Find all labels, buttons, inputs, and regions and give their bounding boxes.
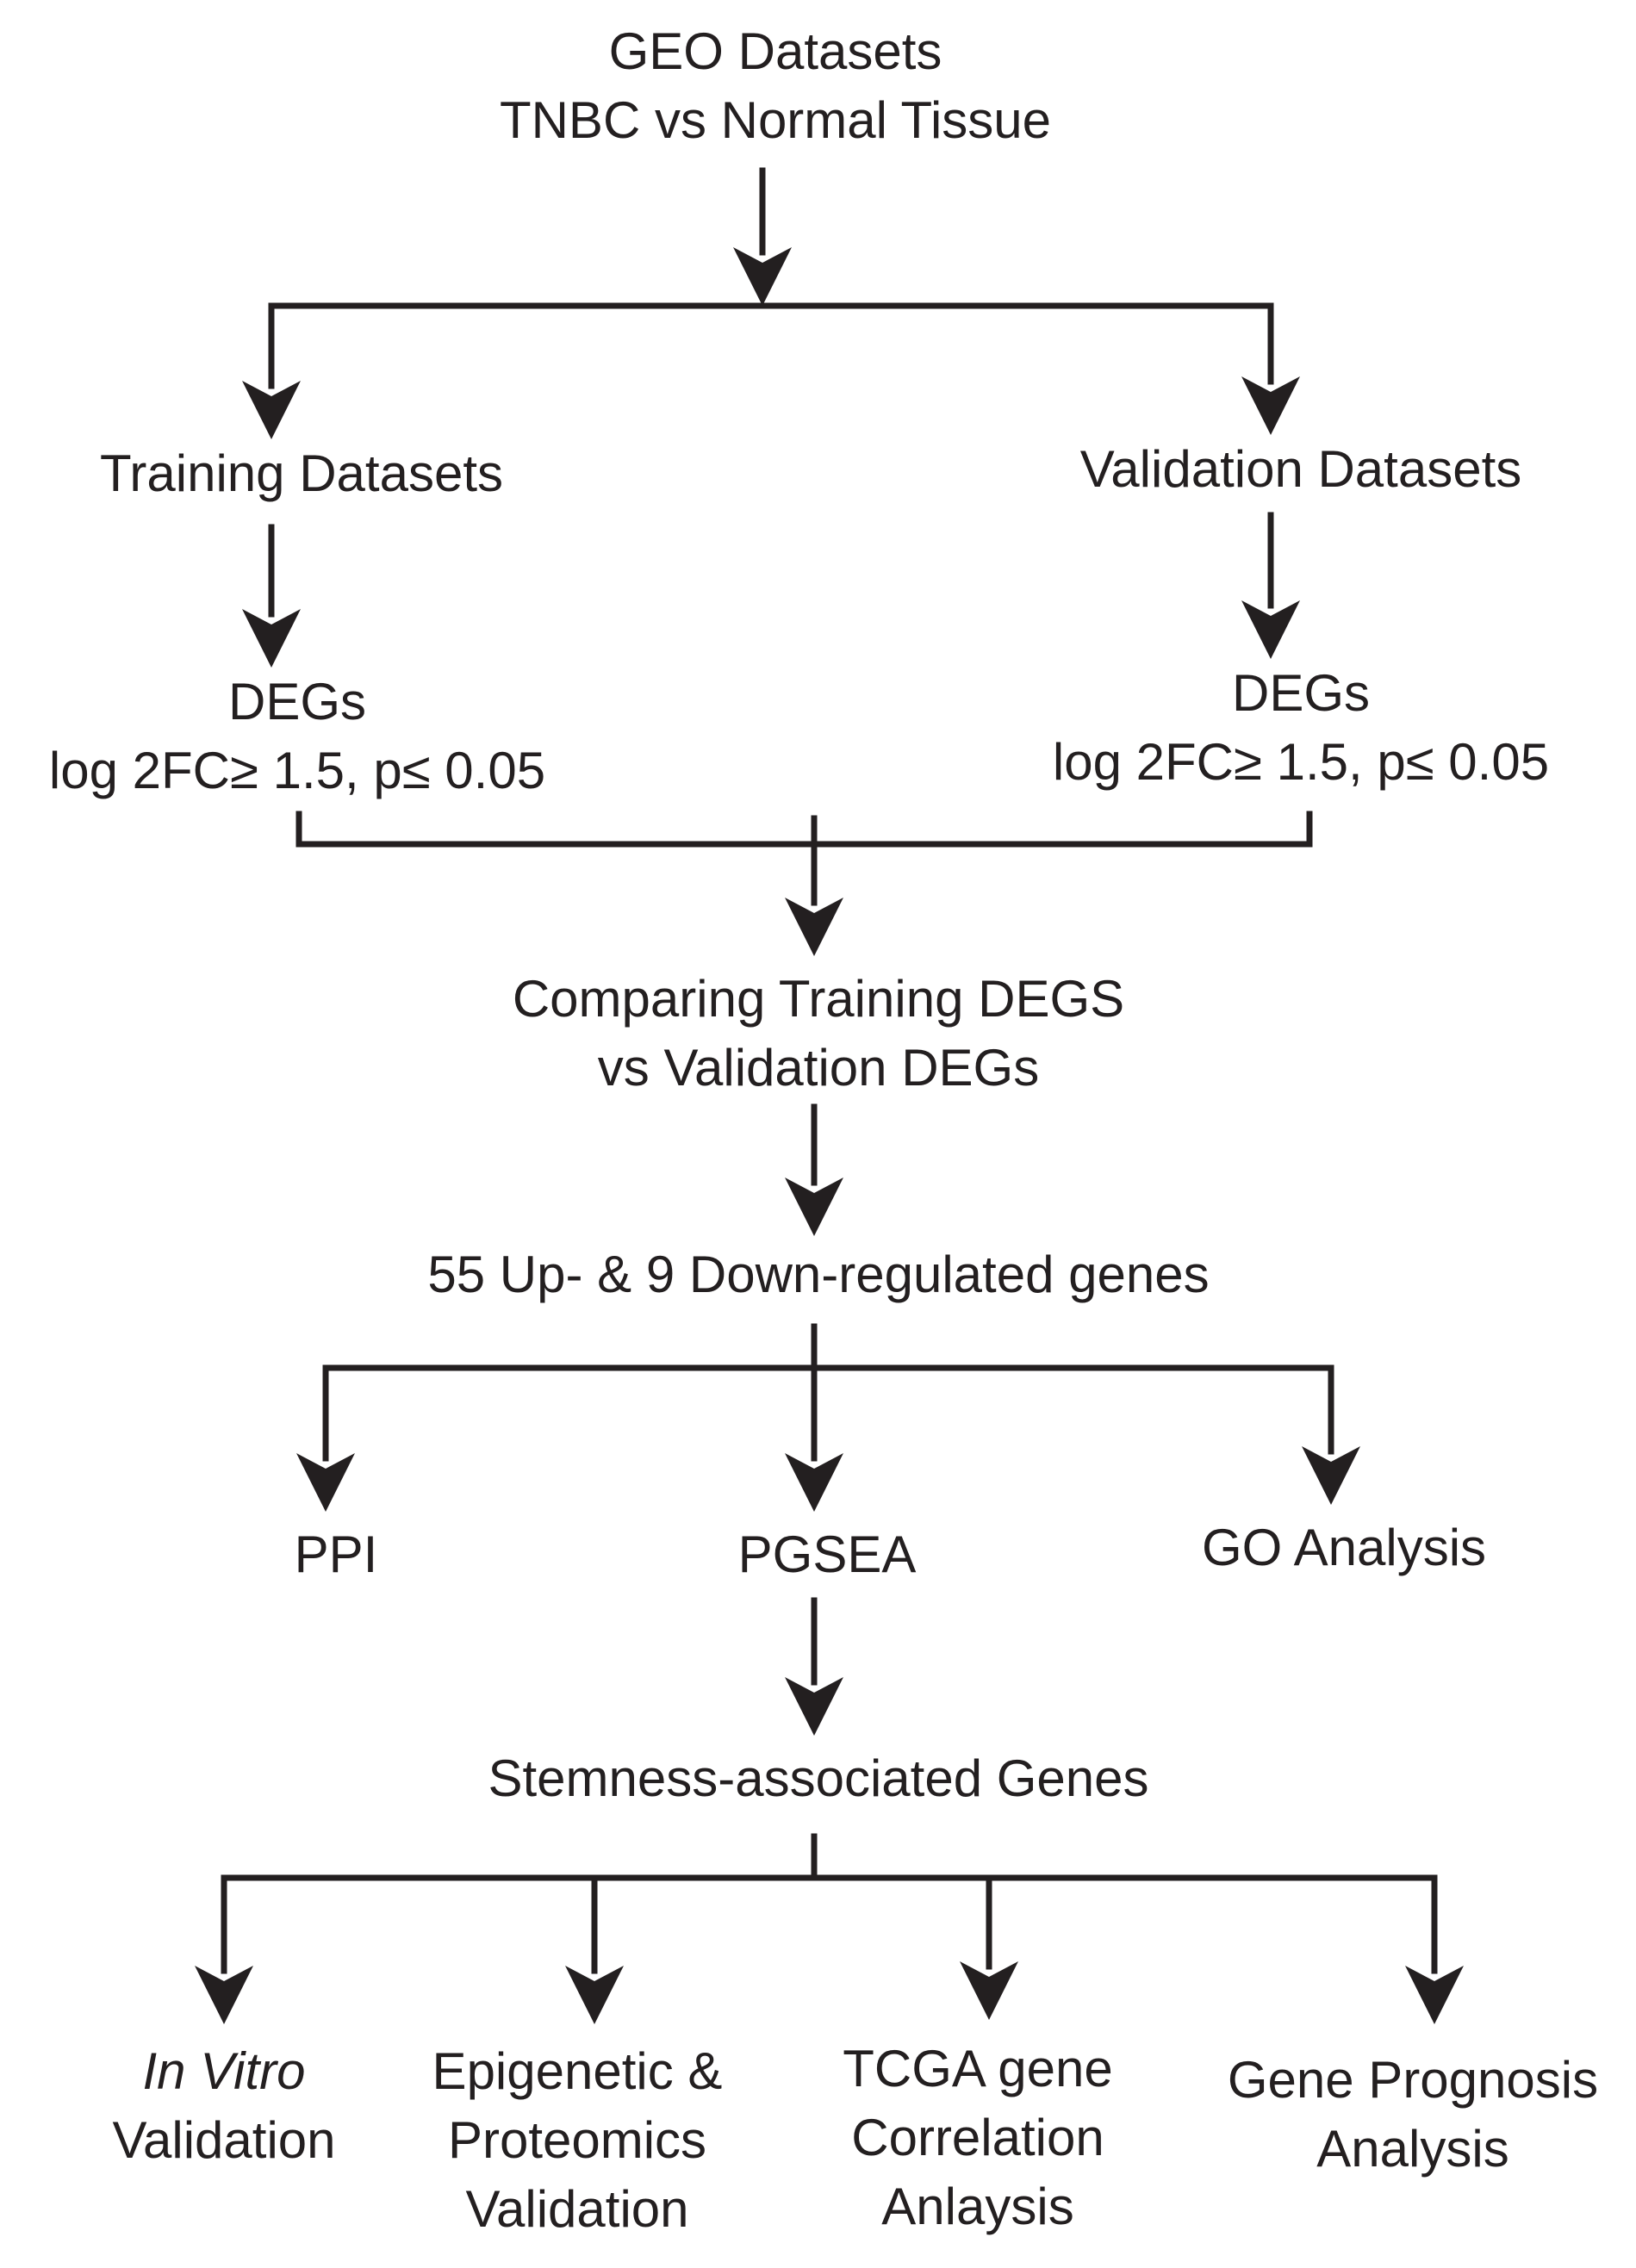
degs-training-title: DEGs — [227, 673, 367, 730]
node-degs-validation: DEGs log 2FC≥ 1.5, p≤ 0.05 — [991, 659, 1611, 797]
node-regulated-genes: 55 Up- & 9 Down-regulated genes — [345, 1240, 1292, 1309]
node-tcga-correlation: TCGA gene Correlation Anlaysis — [793, 2035, 1163, 2241]
node-go-analysis: GO Analysis — [1146, 1513, 1542, 1582]
arrow-to-ppi-head — [296, 1453, 355, 1512]
prognosis-line2: Analysis — [1316, 2120, 1509, 2178]
node-geo-datasets: GEO Datasets TNBC vs Normal Tissue — [388, 17, 1163, 155]
arrow-pgsea-stemness-head — [785, 1677, 843, 1736]
geo-title: GEO Datasets — [608, 22, 942, 80]
epigenetic-line3: Validation — [465, 2180, 689, 2238]
arrow-to-tcga-head — [960, 1961, 1018, 2020]
node-degs-training: DEGs log 2FC≥ 1.5, p≤ 0.05 — [0, 668, 594, 805]
tcga-line1: TCGA gene — [843, 2040, 1113, 2097]
epigenetic-line2: Proteomics — [447, 2111, 707, 2169]
node-ppi: PPI — [250, 1520, 422, 1589]
node-epigenetic-validation: Epigenetic & Proteomics Validation — [388, 2037, 767, 2244]
compare-line2: vs Validation DEGs — [597, 1039, 1040, 1097]
node-training-datasets: Training Datasets — [26, 439, 577, 508]
node-pgsea: PGSEA — [655, 1520, 999, 1589]
training-label: Training Datasets — [100, 444, 503, 502]
arrow-geo-down-head — [733, 247, 792, 306]
degs-validation-criteria: log 2FC≥ 1.5, p≤ 0.05 — [1052, 733, 1550, 791]
epigenetic-line1: Epigenetic & — [432, 2042, 723, 2100]
degs-training-criteria: log 2FC≥ 1.5, p≤ 0.05 — [48, 742, 546, 799]
node-comparing-degs: Comparing Training DEGS vs Validation DE… — [431, 965, 1206, 1103]
arrow-training-degs-head — [242, 609, 301, 668]
invitro-line2: Validation — [112, 2111, 336, 2169]
arrow-to-invitro-head — [195, 1966, 253, 2024]
node-gene-prognosis: Gene Prognosis Analysis — [1189, 2046, 1636, 2184]
arrow-to-pgsea-head — [785, 1453, 843, 1512]
go-label: GO Analysis — [1201, 1519, 1487, 1576]
prognosis-line1: Gene Prognosis — [1227, 2051, 1599, 2109]
genes-label: 55 Up- & 9 Down-regulated genes — [427, 1246, 1210, 1303]
node-in-vitro-validation: In Vitro Validation — [60, 2037, 388, 2175]
arrow-to-training-head — [242, 381, 301, 439]
validation-label: Validation Datasets — [1079, 440, 1522, 498]
arrow-to-prognosis-head — [1405, 1966, 1464, 2024]
node-validation-datasets: Validation Datasets — [991, 435, 1611, 504]
node-stemness-genes: Stemness-associated Genes — [388, 1744, 1249, 1813]
arrow-compare-genes-head — [785, 1177, 843, 1236]
pgsea-label: PGSEA — [737, 1525, 917, 1583]
arrow-to-go-head — [1302, 1446, 1360, 1505]
arrow-to-epigenetic-head — [565, 1966, 624, 2024]
ppi-label: PPI — [294, 1525, 378, 1583]
arrow-to-compare-head — [785, 898, 843, 956]
stemness-label: Stemness-associated Genes — [488, 1749, 1149, 1807]
degs-validation-title: DEGs — [1231, 664, 1371, 722]
compare-line1: Comparing Training DEGS — [512, 970, 1125, 1028]
geo-subtitle: TNBC vs Normal Tissue — [499, 91, 1052, 149]
arrow-validation-degs-head — [1241, 600, 1300, 659]
arrow-to-validation-head — [1241, 376, 1300, 435]
tcga-line3: Anlaysis — [881, 2178, 1074, 2235]
tcga-line2: Correlation — [851, 2109, 1104, 2166]
invitro-line1: In Vitro — [142, 2042, 306, 2100]
